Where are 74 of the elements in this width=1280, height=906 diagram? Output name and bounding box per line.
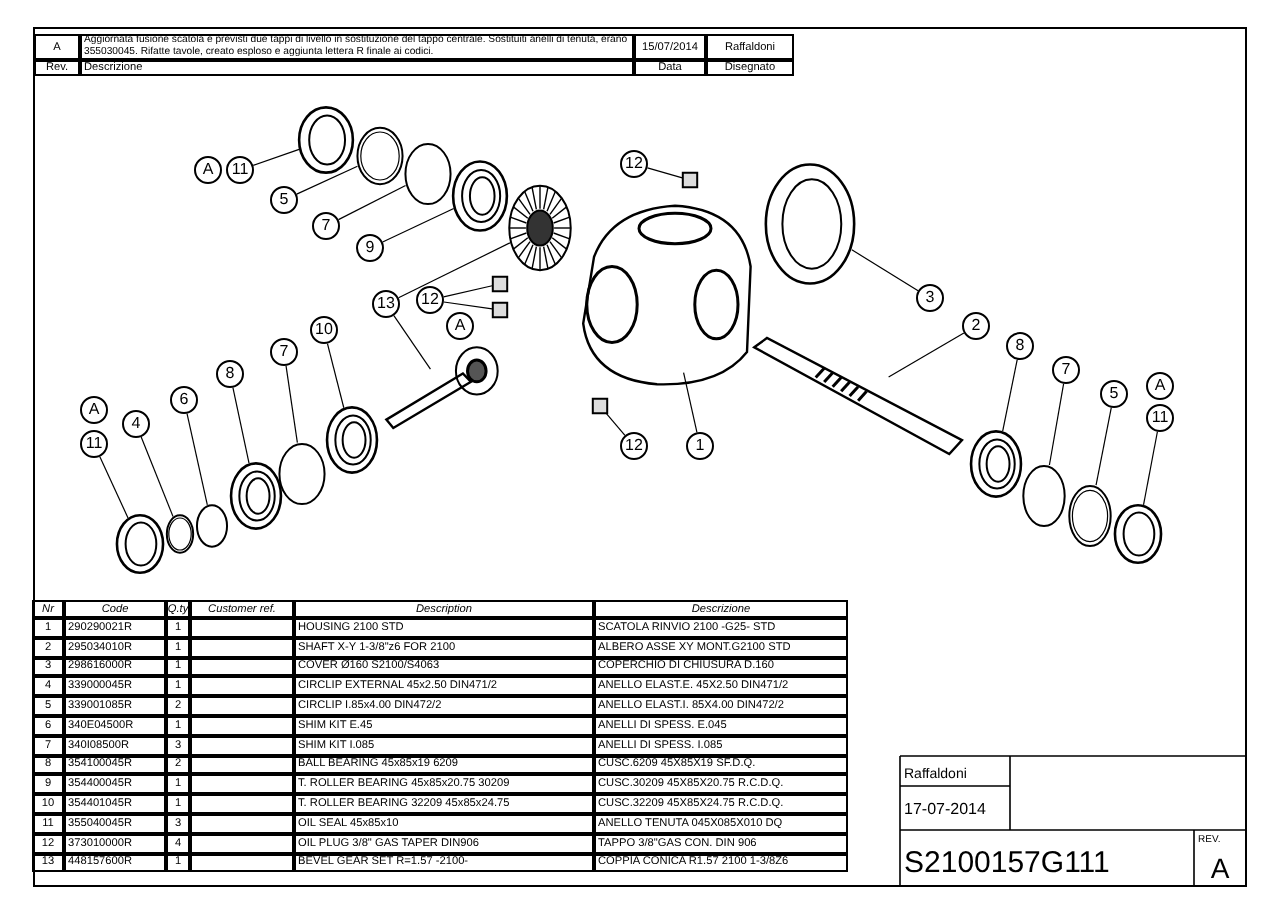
callout-number: 2 — [962, 312, 990, 340]
leader-line — [382, 207, 455, 243]
drawing-date: 17-07-2014 — [904, 798, 988, 822]
callout-number: 12 — [416, 286, 444, 314]
leader-line — [397, 242, 511, 299]
revision-letter: A — [1208, 850, 1232, 884]
callout-number: 6 — [170, 386, 198, 414]
oil-seal-drawing — [116, 514, 164, 574]
leader-line — [683, 372, 698, 433]
bearing-drawing — [230, 462, 282, 530]
callout-number: 3 — [916, 284, 944, 312]
shim-ring-drawing — [1022, 464, 1066, 528]
shim-ring-drawing — [278, 442, 326, 506]
leader-line — [186, 413, 208, 506]
leader-line — [646, 167, 683, 179]
callout-number: 7 — [270, 338, 298, 366]
oil-seal-drawing — [298, 106, 354, 174]
callout-number: 11 — [226, 156, 254, 184]
leader-line — [337, 184, 407, 221]
leader-line — [285, 365, 298, 444]
callout-number: 13 — [372, 290, 400, 318]
circlip-drawing — [1068, 484, 1112, 548]
plug-drawing — [682, 172, 698, 188]
leader-line — [99, 456, 129, 519]
callout-number: 1 — [686, 432, 714, 460]
callout-number: 10 — [310, 316, 338, 344]
callout-number: A — [80, 396, 108, 424]
oil-seal-drawing — [1114, 504, 1162, 564]
bearing-drawing — [326, 406, 378, 474]
callout-number: A — [194, 156, 222, 184]
bearing-drawing — [452, 160, 508, 232]
callout-number: 9 — [356, 234, 384, 262]
callout-number: 12 — [620, 150, 648, 178]
bearing-drawing — [970, 430, 1022, 498]
callout-number: 5 — [1100, 380, 1128, 408]
callout-number: A — [446, 312, 474, 340]
plug-drawing — [492, 276, 508, 292]
callout-number: 4 — [122, 410, 150, 438]
leader-line — [851, 249, 919, 292]
cover-drawing — [764, 162, 856, 286]
leader-line — [140, 436, 174, 518]
callout-number: 11 — [80, 430, 108, 458]
plug-drawing — [592, 398, 608, 414]
circlip-drawing — [356, 126, 404, 186]
pinion-shaft-drawing — [384, 344, 500, 428]
callout-number: 7 — [1052, 356, 1080, 384]
leader-line — [888, 332, 965, 378]
leader-line — [1142, 431, 1158, 506]
leader-line — [1095, 407, 1112, 486]
callout-number: 12 — [620, 432, 648, 460]
shaft-drawing — [750, 338, 962, 454]
bevel-gear-drawing — [508, 184, 572, 272]
shim-ring-drawing — [404, 142, 452, 206]
leader-line — [443, 301, 493, 310]
callout-number: 8 — [1006, 332, 1034, 360]
leader-line — [393, 314, 432, 370]
circlip-drawing — [166, 514, 194, 554]
callout-number: A — [1146, 372, 1174, 400]
callout-number: 5 — [270, 186, 298, 214]
shim-ring-drawing — [196, 504, 228, 548]
callout-number: 8 — [216, 360, 244, 388]
plug-drawing — [492, 302, 508, 318]
leader-line — [296, 165, 359, 195]
housing-drawing — [576, 199, 756, 389]
leader-line — [1048, 383, 1065, 466]
leader-line — [604, 411, 626, 436]
leader-line — [1002, 359, 1018, 432]
callout-number: 7 — [312, 212, 340, 240]
leader-line — [326, 342, 345, 409]
callout-number: 11 — [1146, 404, 1174, 432]
leader-line — [252, 148, 300, 166]
leader-line — [443, 285, 493, 298]
leader-line — [232, 387, 250, 464]
drawing-code: S2100157G111 — [904, 844, 1112, 880]
